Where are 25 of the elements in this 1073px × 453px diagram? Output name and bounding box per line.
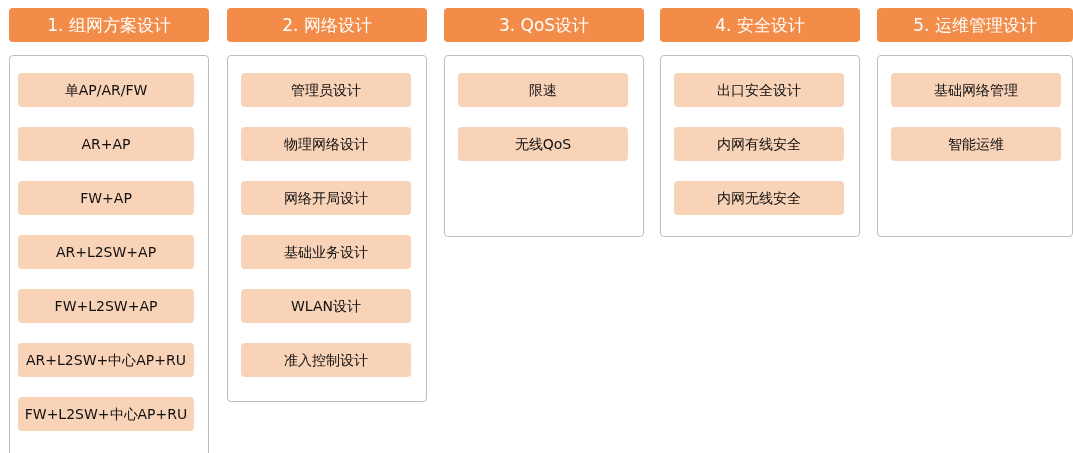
item-box: 基础网络管理: [891, 73, 1061, 107]
item-box: AR+L2SW+中心AP+RU: [18, 343, 194, 377]
item-box: 出口安全设计: [674, 73, 844, 107]
item-box: 准入控制设计: [241, 343, 411, 377]
item-box: 管理员设计: [241, 73, 411, 107]
item-box: 单AP/AR/FW: [18, 73, 194, 107]
item-box: AR+AP: [18, 127, 194, 161]
column-header: 3. QoS设计: [444, 8, 644, 42]
item-box: AR+L2SW+AP: [18, 235, 194, 269]
item-box: 限速: [458, 73, 628, 107]
item-box: FW+L2SW+中心AP+RU: [18, 397, 194, 431]
item-box: 网络开局设计: [241, 181, 411, 215]
column-header: 5. 运维管理设计: [877, 8, 1073, 42]
item-box: 智能运维: [891, 127, 1061, 161]
item-box: 物理网络设计: [241, 127, 411, 161]
item-box: 内网有线安全: [674, 127, 844, 161]
column-header: 4. 安全设计: [660, 8, 860, 42]
column-header: 2. 网络设计: [227, 8, 427, 42]
item-box: WLAN设计: [241, 289, 411, 323]
item-box: 基础业务设计: [241, 235, 411, 269]
item-box: 内网无线安全: [674, 181, 844, 215]
item-box: FW+L2SW+AP: [18, 289, 194, 323]
item-box: FW+AP: [18, 181, 194, 215]
item-box: 无线QoS: [458, 127, 628, 161]
column-header: 1. 组网方案设计: [9, 8, 209, 42]
